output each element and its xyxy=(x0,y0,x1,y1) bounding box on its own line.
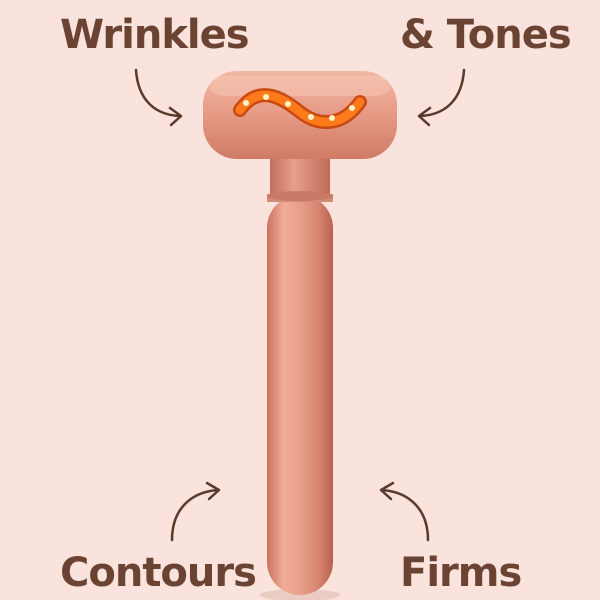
led-light-strip xyxy=(233,88,367,129)
label-firms: Firms xyxy=(400,550,522,596)
arrow-icon xyxy=(170,481,221,542)
label-contours: Contours xyxy=(60,550,257,596)
arrow-icon xyxy=(379,481,430,542)
arrow-icon xyxy=(134,68,183,127)
label-wrinkles: Wrinkles xyxy=(60,12,250,58)
arrow-icon xyxy=(417,68,466,127)
device-handle xyxy=(267,195,333,595)
label-tones: & Tones xyxy=(400,12,572,58)
